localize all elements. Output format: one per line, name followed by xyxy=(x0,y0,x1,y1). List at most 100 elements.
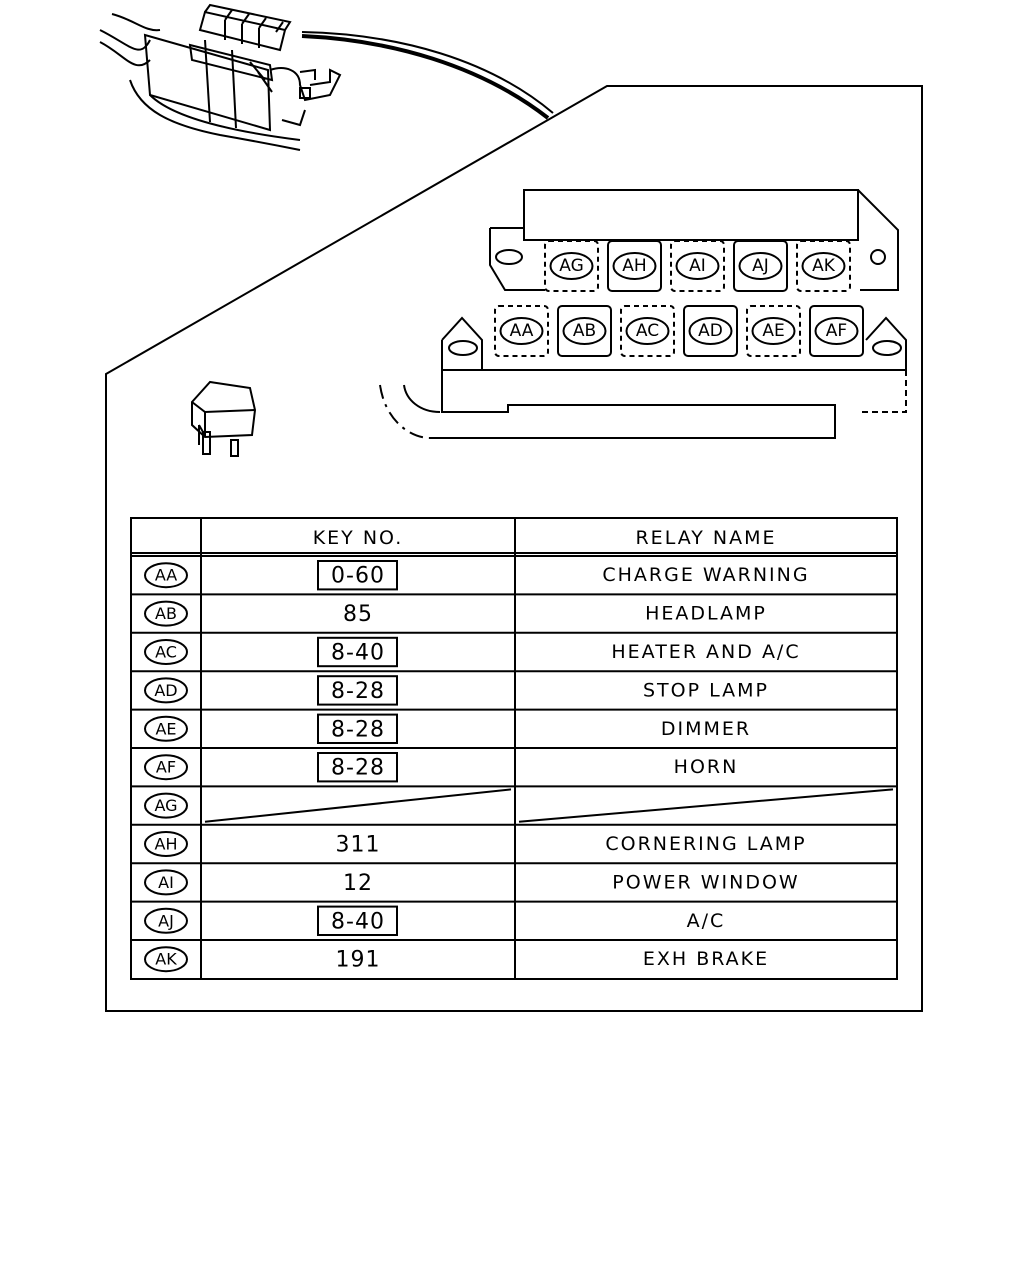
table-row: AA 0-60 CHARGE WARNING xyxy=(131,560,897,596)
slot-label: AH xyxy=(622,256,646,276)
row-code-oval xyxy=(144,869,188,896)
slot-label-oval xyxy=(751,317,796,345)
key-number: 8-28 xyxy=(331,679,385,704)
slot-ai xyxy=(670,240,725,292)
key-number: 12 xyxy=(343,871,373,896)
row-code: AI xyxy=(158,873,174,892)
row-code: AG xyxy=(154,796,177,815)
relay-name: A/C xyxy=(687,910,726,932)
relay-block xyxy=(379,189,907,439)
table-row: AG xyxy=(131,788,897,826)
row-code: AE xyxy=(155,719,176,738)
table-row: AC 8-40 HEATER AND A/C xyxy=(131,636,897,673)
key-box xyxy=(317,752,398,783)
slot-ag xyxy=(544,240,599,292)
row-code: AA xyxy=(155,566,177,585)
relay-name: CHARGE WARNING xyxy=(602,564,809,586)
slot-label-oval xyxy=(499,317,544,345)
slot-label: AD xyxy=(698,321,723,341)
row-code-oval xyxy=(144,562,188,589)
relay-icon xyxy=(191,380,257,457)
row-code-oval xyxy=(144,754,188,781)
key-box xyxy=(317,636,398,668)
slot-label: AE xyxy=(762,321,784,341)
slot-label-oval xyxy=(688,317,733,345)
row-code: AC xyxy=(155,643,177,662)
slot-ae xyxy=(746,305,801,357)
top-slot-row: AG AH AI AJ AK xyxy=(544,240,851,292)
table-row: AD 8-28 STOP LAMP xyxy=(131,675,897,711)
slot-label: AI xyxy=(689,256,706,276)
key-number: 311 xyxy=(336,833,381,858)
slot-label: AJ xyxy=(752,256,769,276)
key-box xyxy=(317,560,398,591)
relay-name: HEATER AND A/C xyxy=(611,641,800,663)
key-box xyxy=(317,905,398,936)
key-number: 191 xyxy=(336,948,381,973)
row-code-oval xyxy=(144,639,188,665)
header-relay-name: RELAY NAME xyxy=(635,527,776,549)
key-number: 8-40 xyxy=(331,641,385,666)
table-row: AH 311 CORNERING LAMP xyxy=(131,831,897,865)
relay-name: POWER WINDOW xyxy=(612,871,799,893)
key-box xyxy=(317,675,398,706)
row-code: AJ xyxy=(158,911,174,930)
slot-ac xyxy=(620,305,675,357)
pointer-arc xyxy=(301,34,550,120)
slot-label: AG xyxy=(559,256,584,276)
relay-name: EXH BRAKE xyxy=(643,948,769,970)
slot-label-oval xyxy=(612,252,657,280)
slot-ad xyxy=(683,305,738,357)
relay-name: STOP LAMP xyxy=(643,679,769,701)
key-number: 85 xyxy=(343,602,373,627)
slot-label: AF xyxy=(826,321,847,341)
relay-name: DIMMER xyxy=(661,718,751,740)
row-code: AF xyxy=(156,758,176,777)
harness-illustration xyxy=(99,3,342,151)
slot-label-oval xyxy=(625,317,670,345)
row-code: AH xyxy=(155,835,178,854)
slot-aa xyxy=(494,305,549,357)
relay-name: HEADLAMP xyxy=(645,603,767,625)
row-code: AB xyxy=(155,604,177,623)
slot-label-oval xyxy=(814,317,859,345)
key-number: 8-28 xyxy=(331,756,385,781)
table-row: AI 12 POWER WINDOW xyxy=(131,869,897,903)
relay-name: CORNERING LAMP xyxy=(605,833,806,855)
slot-label-oval xyxy=(801,252,846,280)
row-code-oval xyxy=(144,600,188,627)
key-number: 8-40 xyxy=(331,909,385,934)
slot-ah xyxy=(607,240,662,292)
bottom-slot-row: AA AB AC AD AE AF xyxy=(494,305,864,357)
row-code: AD xyxy=(154,681,177,700)
slot-label-oval xyxy=(549,252,594,280)
slot-label: AC xyxy=(636,321,659,341)
slot-label: AK xyxy=(812,256,836,276)
row-code-oval xyxy=(144,715,188,742)
key-number: 8-28 xyxy=(331,717,385,742)
table-row: AB 85 HEADLAMP xyxy=(131,600,897,634)
row-code-oval xyxy=(144,831,188,857)
table-row: AJ 8-40 A/C xyxy=(131,905,897,941)
relay-name: HORN xyxy=(674,756,739,778)
row-code-oval xyxy=(144,792,188,819)
table-row: AE 8-28 DIMMER xyxy=(131,713,897,749)
key-number: 0-60 xyxy=(331,564,385,589)
table-row: AF 8-28 HORN xyxy=(131,752,897,788)
empty-key-slash xyxy=(204,788,512,823)
header-key-no: KEY NO. xyxy=(313,527,404,549)
row-code-oval xyxy=(144,946,188,973)
empty-name-slash xyxy=(518,788,894,823)
row-code-oval xyxy=(144,677,188,704)
slot-af xyxy=(809,305,864,357)
slot-ak xyxy=(796,240,851,292)
slot-aj xyxy=(733,240,788,292)
slot-label-oval xyxy=(738,252,783,280)
slot-label: AB xyxy=(573,321,596,341)
key-box xyxy=(317,713,398,744)
slot-label: AA xyxy=(510,321,534,341)
row-code-oval xyxy=(144,907,188,934)
